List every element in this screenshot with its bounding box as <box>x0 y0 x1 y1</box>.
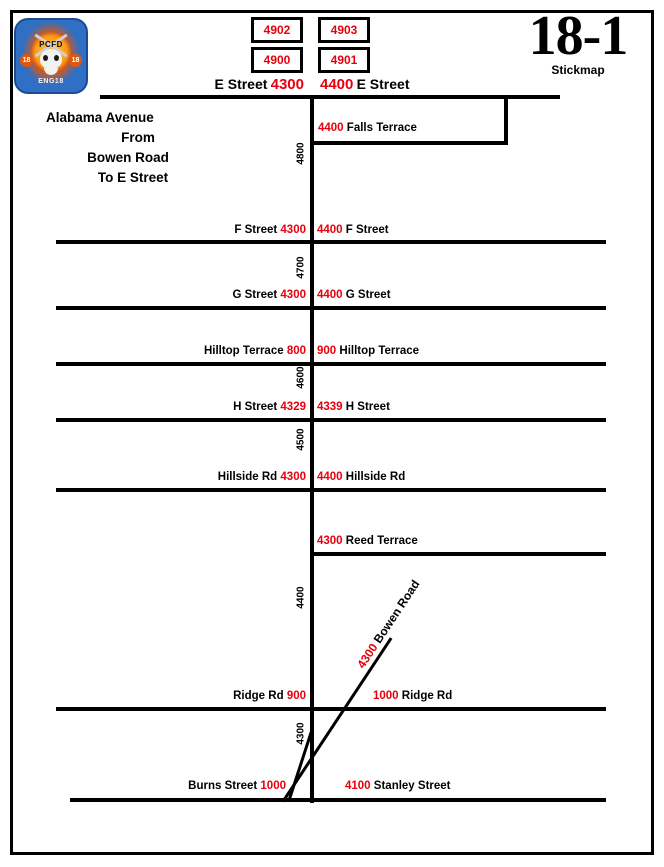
cross-street-name-left-0: E Street <box>214 76 268 92</box>
cross-street-name-left-6: Ridge Rd <box>233 690 284 702</box>
cross-street-number-left-1: 4300 <box>280 224 306 236</box>
cross-street-number-right-1: 4400 <box>317 224 343 236</box>
street-line-f-street <box>56 240 606 244</box>
block-number-4700: 4700 <box>295 256 307 279</box>
cross-street-label-ridge-rd-left: Ridge Rd 900 <box>110 690 306 702</box>
map-title-line-2: From <box>121 130 155 145</box>
stub-street-label-falls-terrace: 4400 Falls Terrace <box>318 122 417 134</box>
cross-street-number-left-2: 4300 <box>280 289 306 301</box>
stub-street-name-0: Falls Terrace <box>346 122 417 134</box>
cross-street-name-left-5: Hillside Rd <box>217 471 278 483</box>
map-title-line-3: Bowen Road <box>87 150 169 165</box>
map-title-line-4: To E Street <box>97 170 169 185</box>
cross-street-label-h-street-left: H Street 4329 <box>110 401 306 413</box>
block-number-4800: 4800 <box>295 142 307 165</box>
cross-street-name-right-4: H Street <box>345 401 390 413</box>
street-line-stanley-street <box>70 798 606 802</box>
cross-street-label-f-street-left: F Street 4300 <box>110 224 306 236</box>
cross-street-label-hillside-rd-left: Hillside Rd 4300 <box>110 471 306 483</box>
map-subtitle: Stickmap <box>551 63 605 77</box>
badge-skull-icon <box>40 49 62 69</box>
cross-street-label-hilltop-terrace-left: Hilltop Terrace 800 <box>110 345 306 357</box>
cross-street-label-h-street-right: 4339 H Street <box>317 401 390 413</box>
badge-disc-left: 18 <box>20 54 33 67</box>
cross-street-name-right-5: Hillside Rd <box>345 471 406 483</box>
bottom-street-number-left-0: 1000 <box>260 780 286 792</box>
cross-street-label-hillside-rd-right: 4400 Hillside Rd <box>317 471 405 483</box>
badge-band-bottom: ENG18 <box>38 78 64 85</box>
cross-street-name-left-2: G Street <box>232 289 278 301</box>
badge-skull-jaw <box>44 68 58 75</box>
map-title-block: Alabama Avenue From Bowen Road To E Stre… <box>38 108 238 188</box>
address-box-4901[interactable]: 4901 <box>318 47 370 73</box>
cross-street-label-e-street-left: E Street 4300 <box>112 76 305 93</box>
bottom-street-number-right-0: 4100 <box>345 780 371 792</box>
cross-street-label-ridge-rd-right: 1000 Ridge Rd <box>373 690 452 702</box>
address-box-4903[interactable]: 4903 <box>318 17 370 43</box>
cross-street-number-left-3: 800 <box>286 345 306 357</box>
cross-street-name-right-6: Ridge Rd <box>401 690 453 702</box>
falls-terrace-line-right <box>504 95 508 145</box>
badge-band-top: PCFD <box>39 40 63 49</box>
cross-street-number-right-6: 1000 <box>373 690 399 702</box>
address-box-4902[interactable]: 4902 <box>251 17 303 43</box>
block-number-4400: 4400 <box>295 586 307 609</box>
cross-street-name-left-3: Hilltop Terrace <box>203 345 284 357</box>
block-number-4500: 4500 <box>295 428 307 451</box>
falls-terrace-line-bottom <box>312 141 508 145</box>
bottom-street-label-burns-street: Burns Street 1000 <box>110 780 286 792</box>
cross-street-number-right-0: 4400 <box>320 76 354 93</box>
cross-street-label-g-street-right: 4400 G Street <box>317 289 391 301</box>
map-title-line-1: Alabama Avenue <box>46 110 154 125</box>
cross-street-label-g-street-left: G Street 4300 <box>110 289 306 301</box>
map-number: 18-1 <box>528 5 629 67</box>
bottom-street-name-right-0: Stanley Street <box>373 780 451 792</box>
cross-street-number-left-4: 4329 <box>280 401 306 413</box>
badge-disc-right: 18 <box>69 54 82 67</box>
cross-street-name-left-1: F Street <box>234 224 278 236</box>
cross-street-name-right-3: Hilltop Terrace <box>339 345 420 357</box>
bottom-street-name-left-0: Burns Street <box>188 780 258 792</box>
cross-street-label-hilltop-terrace-right: 900 Hilltop Terrace <box>317 345 419 357</box>
cross-street-name-right-1: F Street <box>345 224 389 236</box>
bottom-street-label-stanley-street: 4100 Stanley Street <box>345 780 451 792</box>
cross-street-name-right-2: G Street <box>345 289 391 301</box>
street-line-hillside-rd <box>56 488 606 492</box>
cross-street-number-right-2: 4400 <box>317 289 343 301</box>
stub-street-number-1: 4300 <box>317 535 343 547</box>
cross-street-number-left-5: 4300 <box>280 471 306 483</box>
stub-street-name-1: Reed Terrace <box>345 535 418 547</box>
cross-street-number-right-4: 4339 <box>317 401 343 413</box>
main-street-line-alabama-avenue <box>310 95 314 803</box>
falls-terrace-line-top <box>312 95 508 99</box>
stub-street-label-reed-terrace: 4300 Reed Terrace <box>317 535 418 547</box>
cross-street-name-right-0: E Street <box>356 76 410 92</box>
street-line-ridge-rd <box>56 707 606 711</box>
street-line-reed-terrace <box>310 552 606 556</box>
street-line-hilltop-terrace <box>56 362 606 366</box>
street-line-h-street <box>56 418 606 422</box>
street-line-g-street <box>56 306 606 310</box>
cross-street-label-f-street-right: 4400 F Street <box>317 224 389 236</box>
cross-street-label-e-street-right: 4400 E Street <box>320 76 410 93</box>
cross-street-number-left-6: 900 <box>286 690 306 702</box>
map-border-frame <box>10 10 654 855</box>
cross-street-number-right-3: 900 <box>317 345 337 357</box>
fire-department-badge-icon: PCFD 18 18 ENG18 <box>14 18 88 94</box>
cross-street-number-left-0: 4300 <box>270 76 304 93</box>
address-box-4900[interactable]: 4900 <box>251 47 303 73</box>
cross-street-name-left-4: H Street <box>233 401 278 413</box>
stub-street-number-0: 4400 <box>318 122 344 134</box>
cross-street-number-right-5: 4400 <box>317 471 343 483</box>
